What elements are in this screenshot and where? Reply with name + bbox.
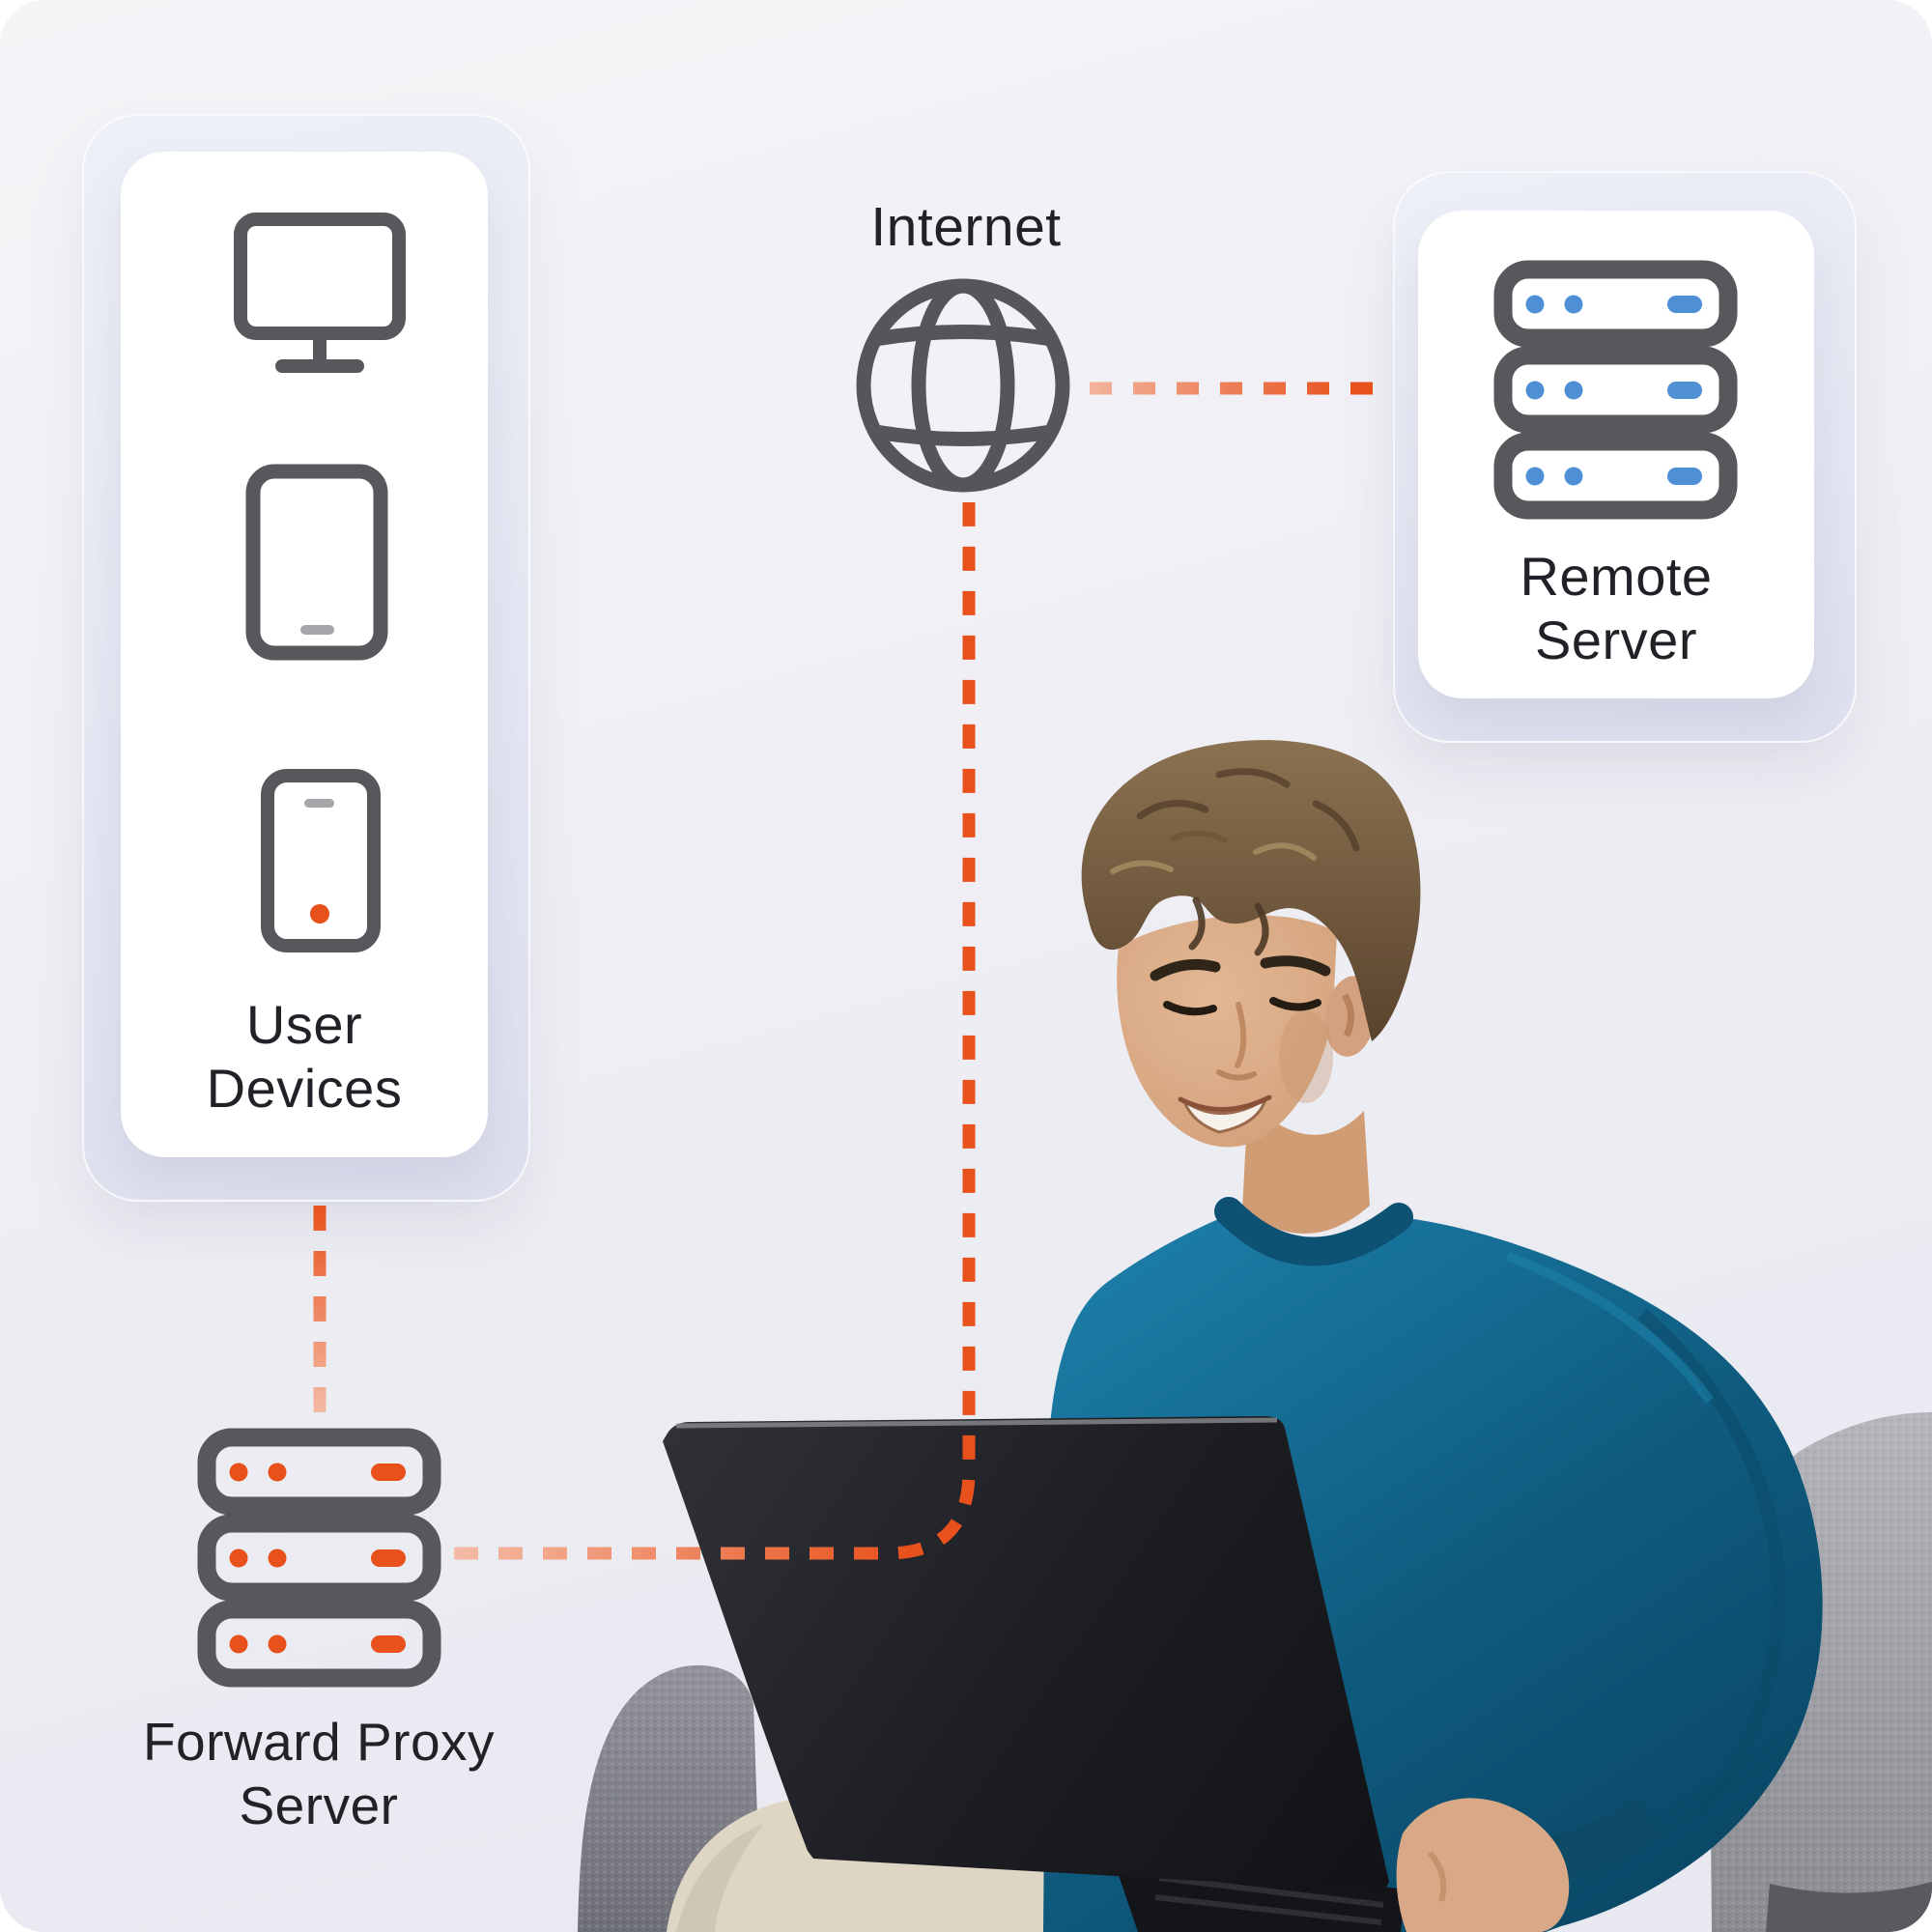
sweater-cuff [1544, 1799, 1662, 1880]
laptop-lid [663, 1416, 1389, 1891]
connection-lines [313, 382, 1376, 1560]
sweater-arm-fold [1637, 1308, 1785, 1821]
facial-features [1150, 955, 1333, 1134]
tablet-icon [245, 464, 388, 661]
neck [1242, 1101, 1370, 1235]
remote-server-card [1418, 211, 1814, 698]
globe-icon [856, 278, 1070, 493]
armchair-base [1766, 1882, 1932, 1932]
laptop-lid-top-edge [675, 1417, 1278, 1429]
sweater-collar [1214, 1197, 1413, 1266]
desktop-monitor-icon [234, 213, 406, 373]
laptop [663, 1416, 1570, 1932]
remote-server-label: Remote Server [1520, 546, 1713, 670]
forward-proxy-server-icon [197, 1428, 441, 1688]
laptop-keyboard [1154, 1875, 1384, 1925]
user-device-icons [234, 213, 406, 952]
smartphone-icon [261, 769, 381, 952]
remote-server-icon [1493, 260, 1738, 520]
internet-label: Internet [870, 196, 1062, 258]
user-devices-label: User Devices [206, 994, 403, 1119]
photo-person-in-armchair [578, 740, 1932, 1932]
smile [1180, 1095, 1268, 1134]
edge-proxy-to-internet [454, 502, 976, 1560]
forward-proxy-server-label: Forward Proxy Server [142, 1712, 496, 1835]
hair-curls [1110, 768, 1360, 956]
